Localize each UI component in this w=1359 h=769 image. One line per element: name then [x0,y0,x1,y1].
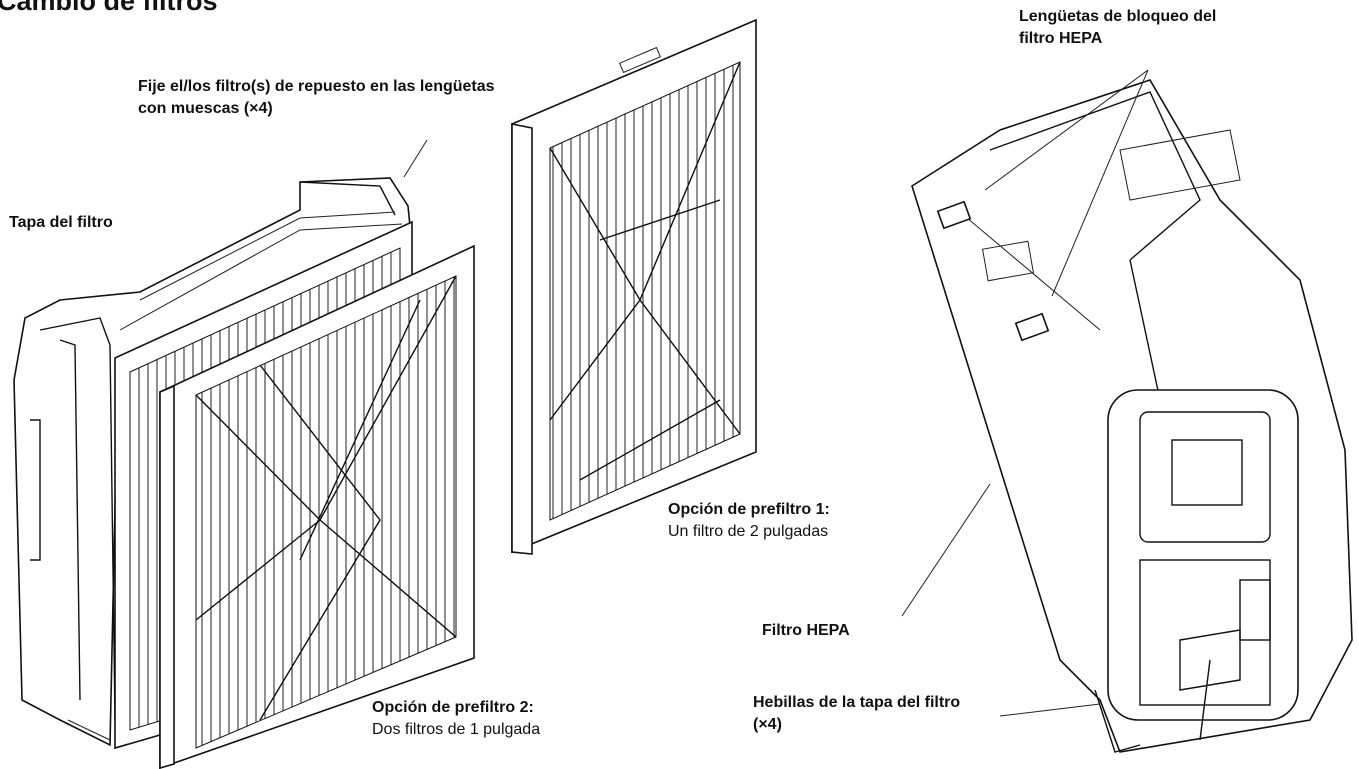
label-option1-desc: Un filtro de 2 pulgadas [668,523,829,540]
label-cover-buckles: Hebillas de la tapa del filtro (×4) [753,694,961,733]
filter-cover-illustration [13,177,411,747]
label-option2-desc: Dos filtros de 1 pulgada [372,721,541,738]
page-title: Cambio de filtros [0,0,218,16]
air-scrubber-unit [911,79,1353,753]
label-option2-title: Opción de prefiltro 2: [372,699,534,716]
one-inch-filter-front [159,244,475,769]
label-hepa-locks: Lengüetas de bloqueo del filtro HEPA [1019,8,1217,47]
label-hepa-filter: Filtro HEPA [762,622,850,639]
two-inch-filter [511,18,757,555]
label-filter-cover: Tapa del filtro [9,214,113,231]
label-option1-title: Opción de prefiltro 1: [668,501,830,518]
leader-lines [403,69,1149,717]
label-notch-tabs: Fije el/los filtro(s) de repuesto en las… [138,78,495,117]
